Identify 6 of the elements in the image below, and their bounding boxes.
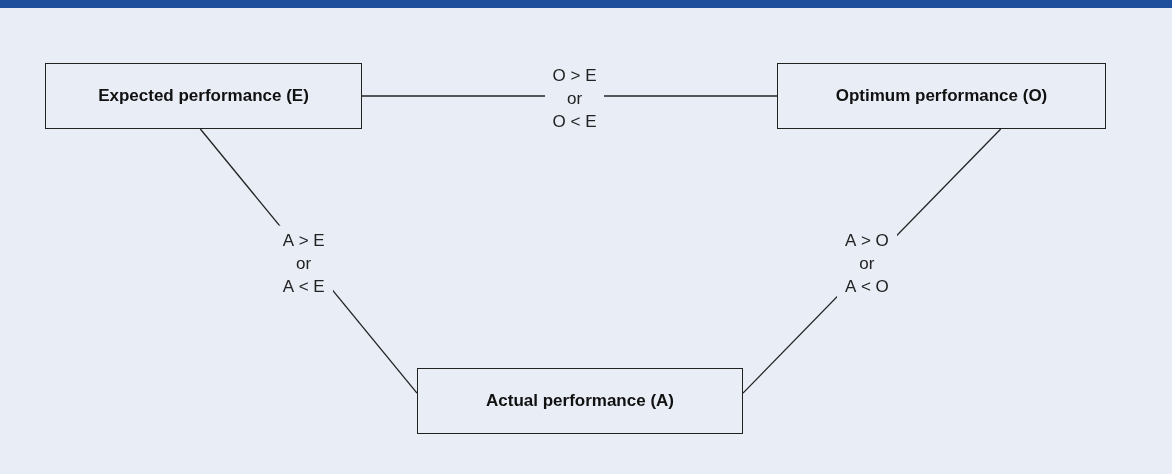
process-box: [777, 63, 1106, 129]
box-label: Actual performance (A): [486, 391, 674, 411]
box-label: Optimum performance (O): [835, 86, 1048, 106]
process-box: [45, 63, 362, 129]
box-label: Expected performance (E): [98, 86, 309, 106]
process-box: [417, 368, 743, 434]
